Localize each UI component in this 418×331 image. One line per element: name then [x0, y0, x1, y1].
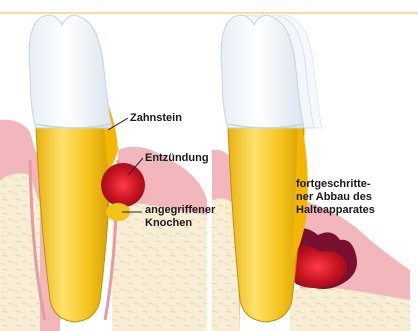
right-root — [228, 128, 304, 322]
label-attacked-bone-line1: angegriffener — [145, 204, 215, 217]
left-crown — [29, 15, 112, 128]
label-tartar: Zahnstein — [130, 112, 182, 125]
left-tooth-group — [0, 15, 207, 331]
label-attacked-bone-line2: Knochen — [145, 217, 192, 230]
label-advanced-line3: Halteapparates — [296, 204, 375, 217]
left-inflammation — [101, 163, 145, 207]
label-advanced-line1: fortgeschritte- — [296, 178, 371, 191]
label-advanced-line2: ner Abbau des — [296, 191, 372, 204]
label-inflammation: Entzündung — [145, 152, 209, 165]
right-tooth-group — [212, 15, 410, 331]
